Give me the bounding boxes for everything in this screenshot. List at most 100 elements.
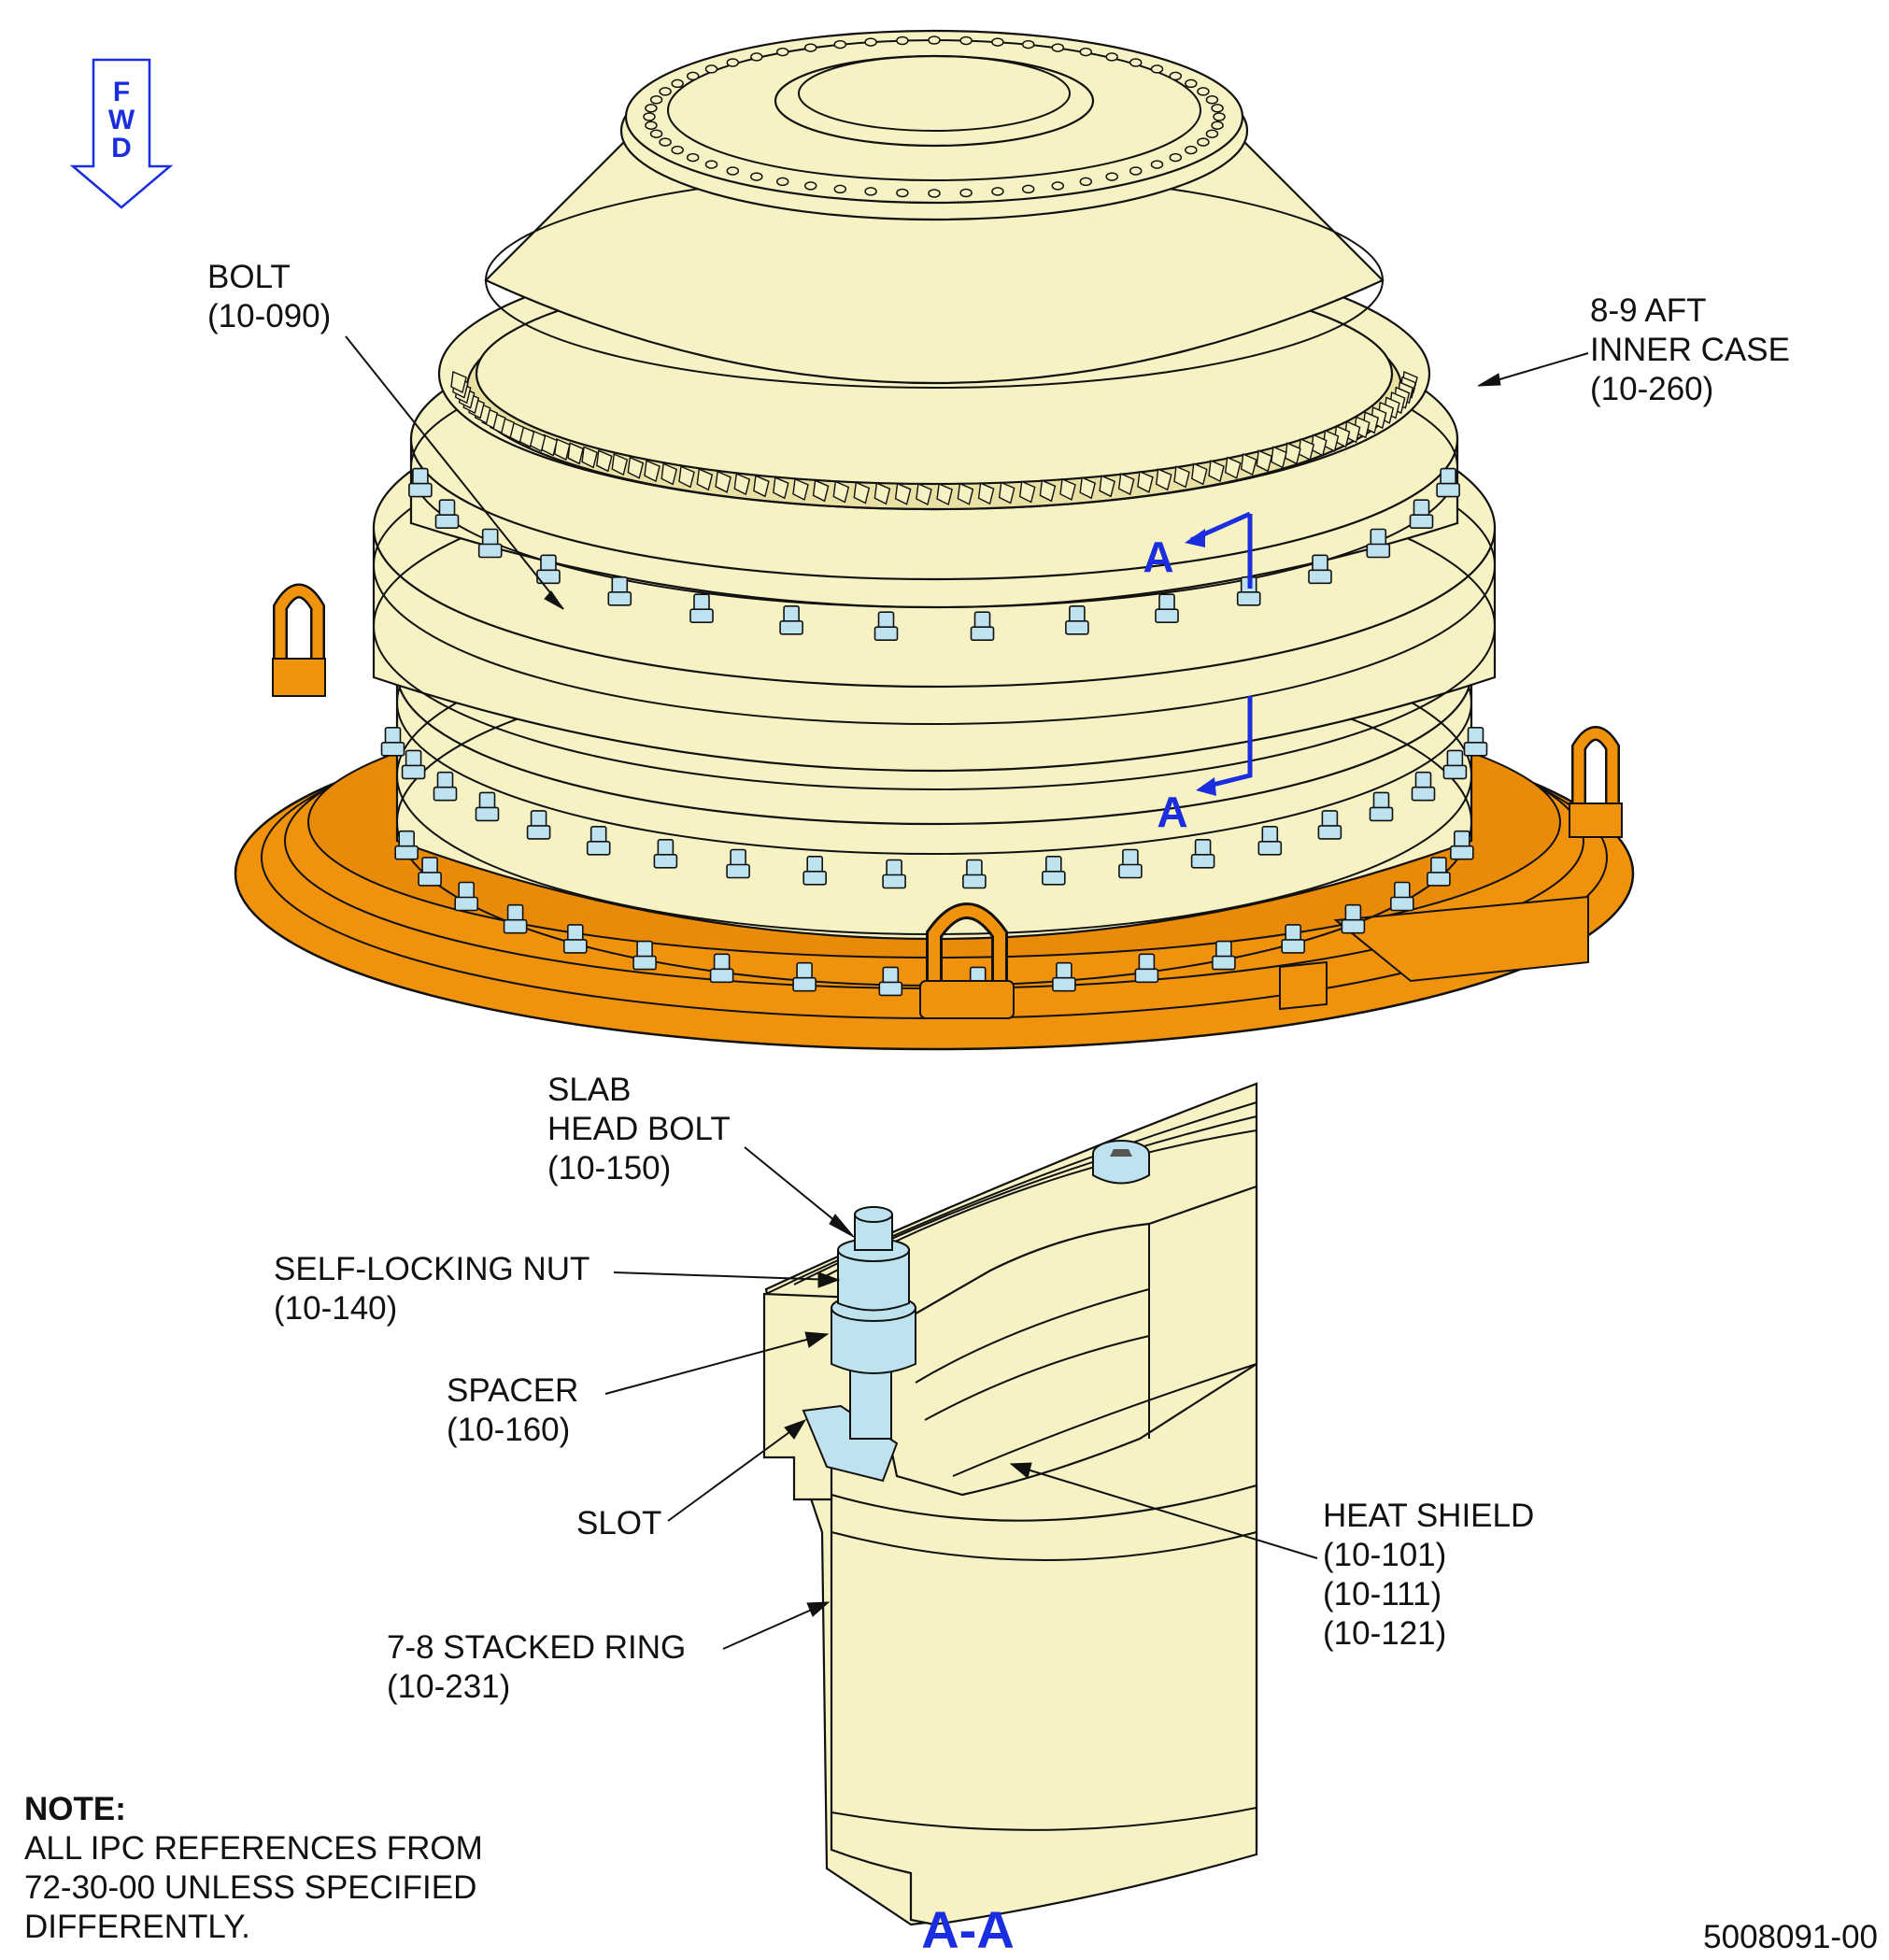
turbine-blade [1173,465,1190,489]
lifting-shackle-right [1569,726,1623,838]
nut [408,467,433,498]
turbine-blade [611,453,629,476]
bolt-hole [833,39,847,50]
callout-slab-head-bolt-ref: (10-150) [547,1150,671,1186]
bolt-hole [671,145,684,155]
bolt-hole [659,137,672,147]
turbine-blade [853,481,871,504]
callout-bolt: BOLT (10-090) [207,259,331,334]
bolt-hole [645,121,658,130]
nut [779,604,803,635]
bolt-hole [1150,160,1164,169]
turbine-blade [1155,468,1172,491]
turbine-blade [1224,456,1242,479]
bolt-hole [864,187,877,196]
bolt-hole [659,87,672,96]
section-view-detail [762,1082,1258,1926]
note-block: NOTE: ALL IPC REFERENCES FROM 72-30-00 U… [24,1791,483,1945]
callout-heat-shield-name: HEAT SHIELD [1323,1498,1534,1534]
nut [394,830,419,860]
nut [632,940,657,971]
bolt-hole [704,160,718,169]
note-heading: NOTE: [24,1791,126,1827]
bolt-hole [1051,43,1065,52]
bolt-hole [991,187,1004,196]
nut [1366,528,1391,559]
callout-slot-name: SLOT [576,1505,661,1541]
bolt-hole [803,43,817,52]
turbine-blade [1191,462,1208,486]
bolt-hole [864,37,877,47]
bolt-hole [1021,184,1035,194]
nut [1042,855,1066,886]
nut [873,611,899,642]
turbine-blade [873,482,891,505]
nut [1317,810,1342,840]
bolt-hole [1079,177,1093,187]
bolt-hole [1105,172,1118,181]
callout-slab-head-bolt-line2: HEAD BOLT [547,1111,731,1147]
bolt-hole [1211,121,1224,130]
turbine-blade [832,480,850,504]
nut [1341,903,1366,934]
turbine-blade [1018,480,1036,504]
nut [526,810,551,840]
callout-heat-shield-ref2: (10-111) [1323,1576,1442,1612]
turbine-blade [894,482,912,505]
nut [1409,499,1434,530]
nut [970,611,995,642]
bolt-hole [750,172,763,181]
note-line-1: ALL IPC REFERENCES FROM [24,1830,483,1867]
nut [1257,825,1283,856]
nut [586,825,611,856]
bolt-hole [775,177,789,187]
nut [434,499,460,530]
nut [689,593,714,624]
note-line-2: 72-30-00 UNLESS SPECIFIED [24,1869,476,1906]
callout-spacer-name: SPACER [447,1372,578,1409]
nut [1190,838,1215,869]
bolt-hole [775,47,789,57]
callout-heat-shield-ref1: (10-101) [1323,1537,1446,1573]
turbine-blade [581,446,598,469]
turbine-blade [1039,479,1057,503]
bolt-hole [959,36,973,46]
callout-heat-shield: HEAT SHIELD (10-101) (10-111) (10-121) [1323,1498,1534,1652]
nut [475,791,500,822]
lifting-shackle-center [919,902,1015,1019]
section-cut-marker: A A [1143,511,1253,836]
turbine-blade [1099,475,1115,498]
bolt-hole [1105,52,1118,62]
bolt-hole [991,37,1004,47]
turbine-blade [596,449,613,473]
nut [1212,940,1236,971]
bolt-hole [1205,95,1219,105]
turbine-case-assembly [372,29,1497,987]
callout-bolt-name: BOLT [207,259,291,295]
nut [802,855,828,886]
nut [1308,554,1332,585]
turbine-blade [1059,477,1076,501]
bolt-hole [928,36,941,45]
bolt-hole [671,78,684,89]
bolt-hole [803,181,817,191]
callout-slab-head-bolt-line1: SLAB [547,1072,632,1108]
turbine-blade [753,475,770,498]
bolt-hole [1197,137,1210,147]
figure-number: 5008091-00 [1703,1919,1878,1955]
nut [1411,771,1436,802]
fwd-arrow-icon: F W D [69,58,174,209]
bolt-hole [1169,152,1183,163]
turbine-blade [644,460,660,483]
callout-self-locking-nut: SELF-LOCKING NUT (10-140) [274,1251,589,1327]
nut [1281,924,1305,954]
section-marker-lower: A [1157,788,1187,836]
bolt-hole-ring [643,36,1226,198]
slab-head-bolt-hardware [802,1206,916,1483]
turbine-blade [627,456,645,479]
lifting-shackle-left [272,583,326,697]
nut [607,575,632,606]
callout-slab-head-bolt: SLAB HEAD BOLT (10-150) [547,1072,731,1186]
nut [878,966,903,997]
